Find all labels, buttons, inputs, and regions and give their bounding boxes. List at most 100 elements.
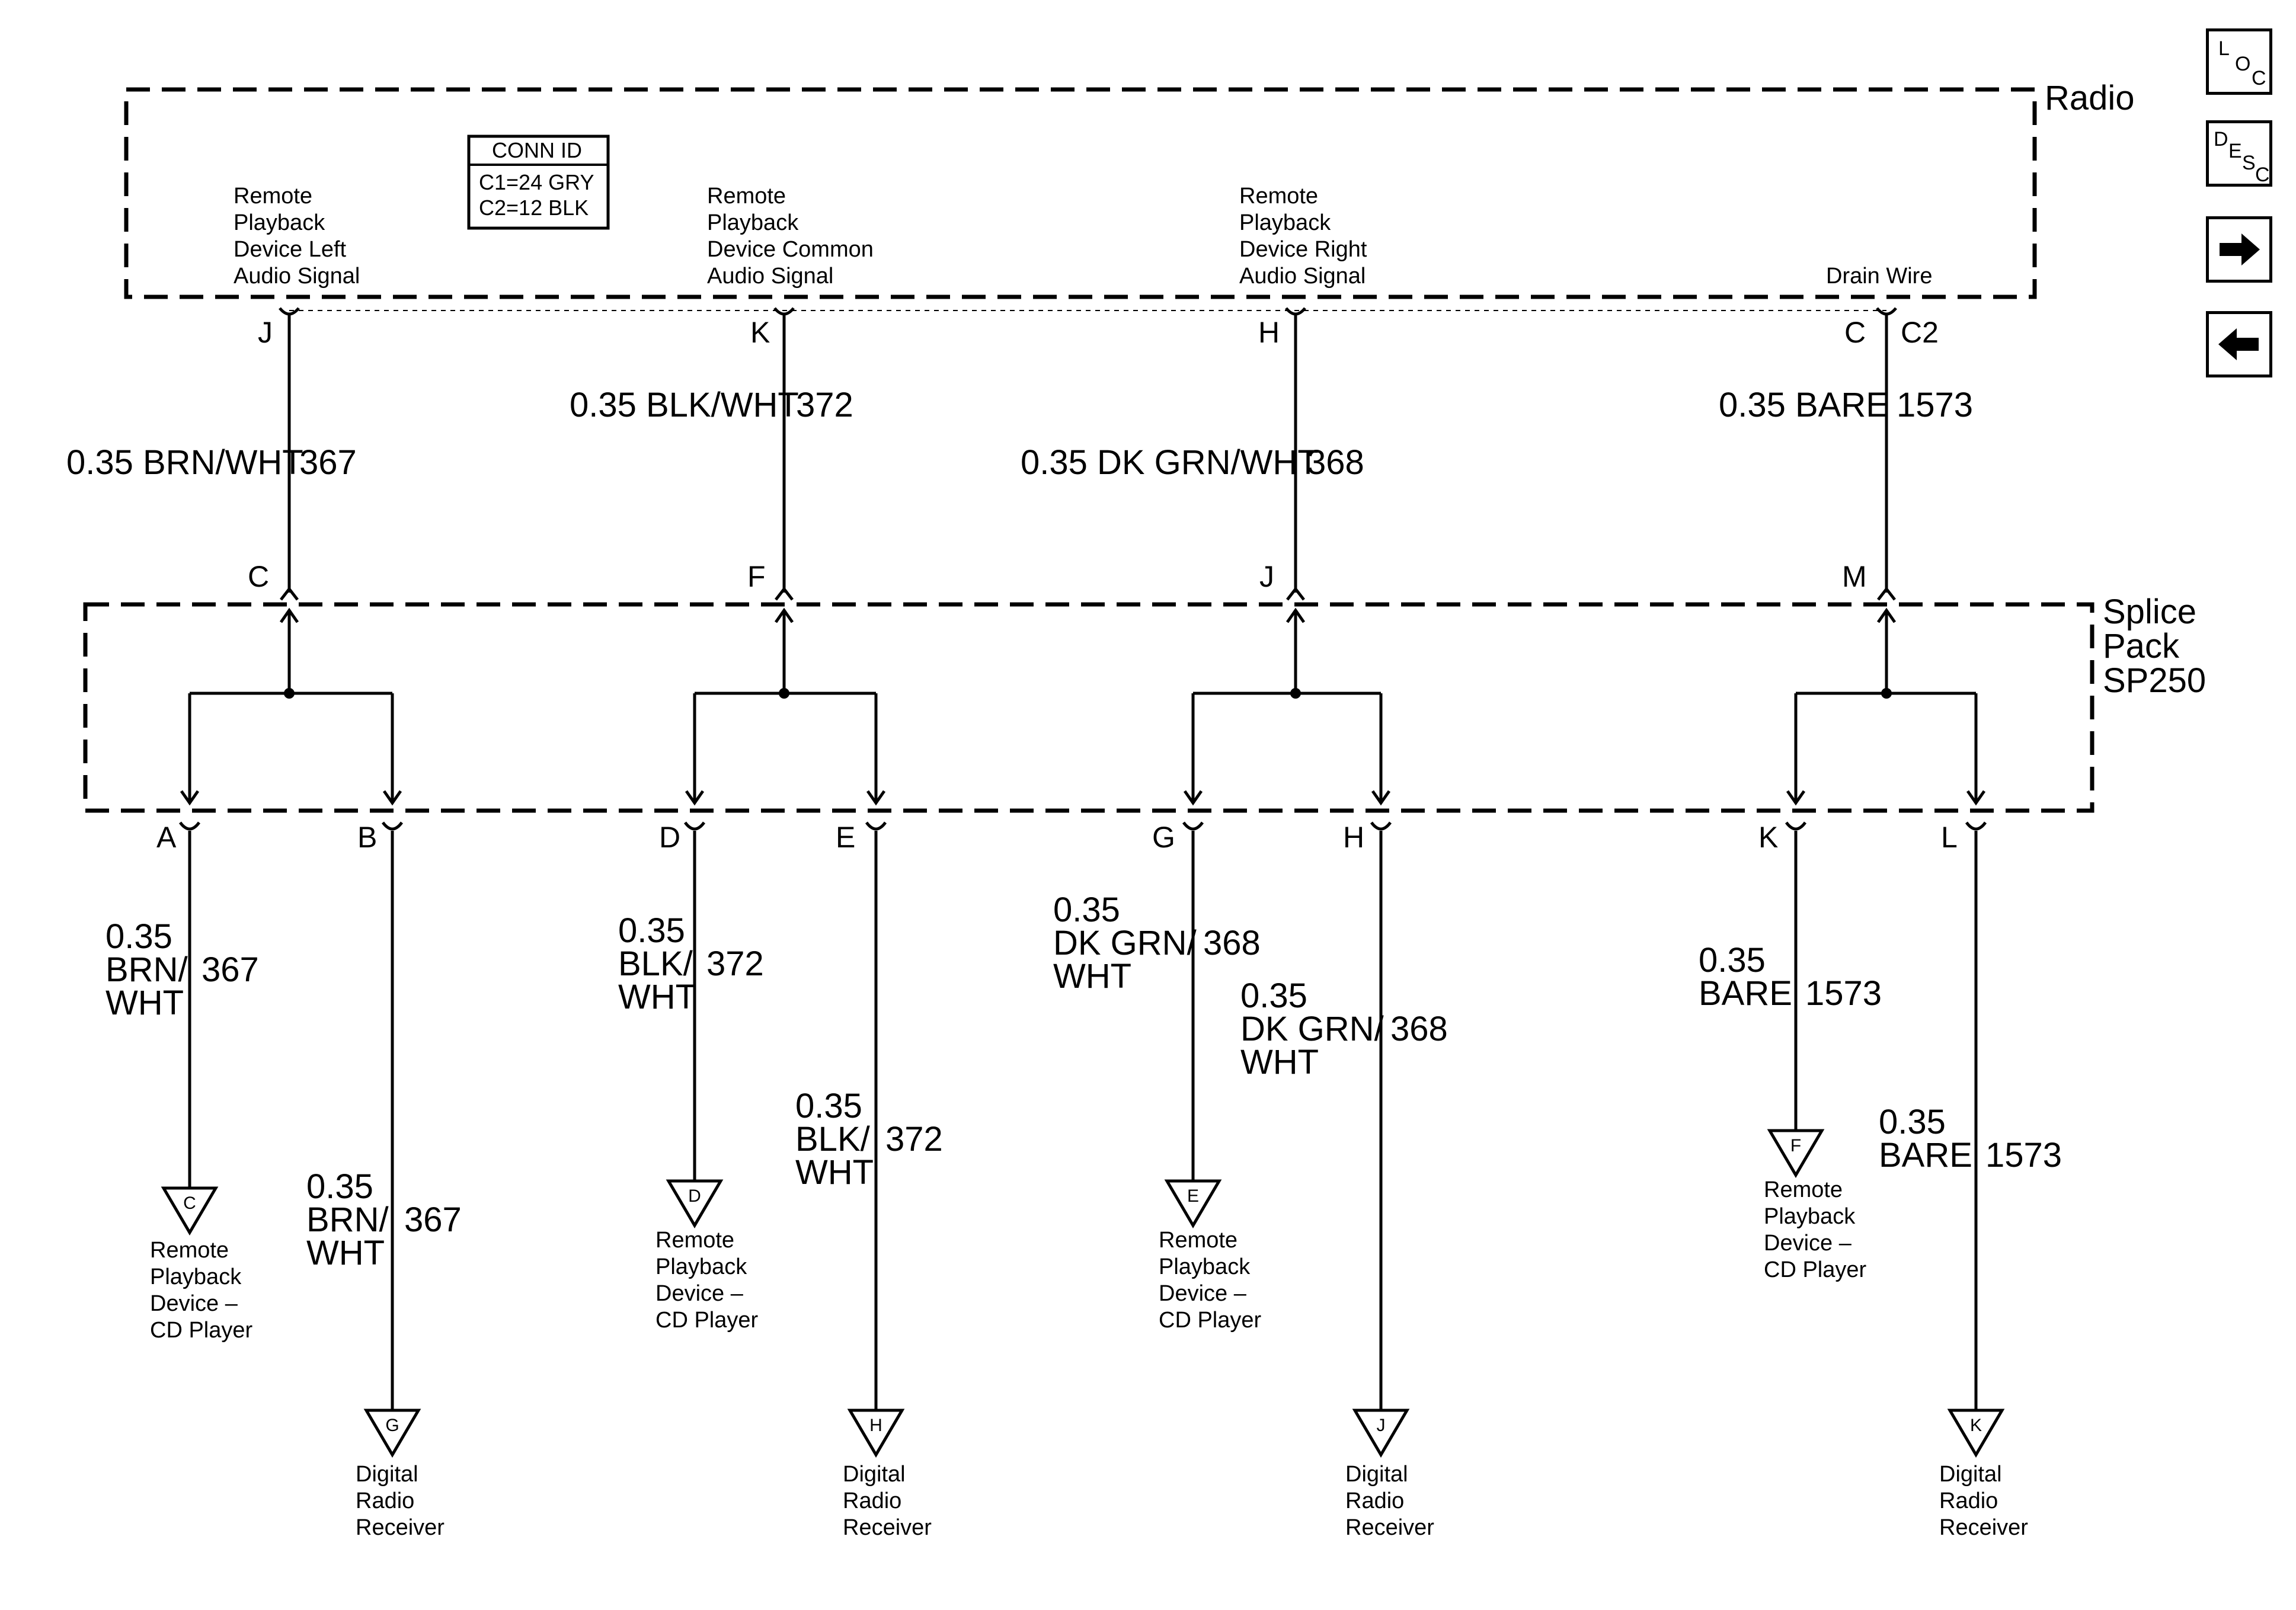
dest-c-2: Playback — [150, 1265, 242, 1289]
wire-k-circuit: 1573 — [1805, 974, 1882, 1013]
radio-desc-common-4: Audio Signal — [707, 264, 833, 289]
splice-pin-b: B — [357, 821, 377, 854]
radio-label: Radio — [2045, 79, 2135, 117]
wire-d-color-1: BLK/ — [618, 945, 693, 983]
wire-g-color-2: WHT — [1053, 957, 1131, 996]
wire-h-color-1: DK GRN/ — [1240, 1010, 1384, 1048]
radio-desc-left-3: Device Left — [234, 237, 347, 262]
dest-d-4: CD Player — [655, 1308, 758, 1333]
splice-pack-label-1: Splice — [2103, 593, 2196, 631]
splice-pin-m: M — [1842, 560, 1867, 593]
dest-triangle-d: D — [666, 1179, 724, 1228]
svg-text:K: K — [1970, 1416, 1982, 1435]
connector-id-c2: C2=12 BLK — [479, 196, 589, 220]
radio-desc-drain: Drain Wire — [1826, 264, 1932, 289]
wire-d-circuit: 372 — [706, 945, 764, 983]
dest-j-2: Radio — [1345, 1489, 1404, 1513]
wire-l-color: BARE — [1879, 1136, 1972, 1174]
dest-triangle-h: H — [847, 1409, 905, 1458]
dest-h-3: Receiver — [843, 1515, 932, 1540]
radio-desc-common-2: Playback — [707, 210, 799, 235]
splice-367 — [180, 607, 402, 806]
desc-button[interactable]: D E S C — [2206, 120, 2272, 187]
dest-g-3: Receiver — [356, 1515, 445, 1540]
dest-h-1: Digital — [843, 1462, 906, 1487]
radio-desc-right-3: Device Right — [1239, 237, 1367, 262]
dest-triangle-k: K — [1947, 1409, 2005, 1458]
loc-button[interactable]: L O C — [2206, 28, 2272, 95]
connector-id-c1: C1=24 GRY — [479, 170, 594, 194]
wire-372-number-upper: 372 — [796, 386, 853, 424]
desc-letter-s: S — [2242, 152, 2256, 174]
wire-b-circuit: 367 — [404, 1201, 462, 1239]
radio-pin-h: H — [1258, 316, 1280, 349]
radio-box — [124, 87, 2037, 299]
splice-pin-k: K — [1758, 821, 1778, 854]
wire-k-color: BARE — [1699, 974, 1792, 1013]
svg-text:D: D — [688, 1186, 701, 1206]
arrow-right-icon — [2220, 233, 2260, 265]
wire-d-color-2: WHT — [618, 978, 696, 1016]
dest-g-2: Radio — [356, 1489, 414, 1513]
dest-c-4: CD Player — [150, 1318, 252, 1343]
wire-h-color-2: WHT — [1240, 1043, 1319, 1081]
dest-e-4: CD Player — [1159, 1308, 1261, 1333]
previous-button[interactable] — [2206, 311, 2272, 377]
wire-h-circuit: 368 — [1390, 1010, 1448, 1048]
splice-pin-l: L — [1941, 821, 1958, 854]
wire-368-color-upper: 0.35 DK GRN/WHT — [1021, 443, 1319, 482]
splice-pack-box — [83, 602, 2094, 813]
splice-1573 — [1786, 607, 1986, 806]
connector-id-box — [467, 135, 610, 230]
loc-letter-c: C — [2252, 67, 2266, 89]
splice-pin-f: F — [747, 560, 766, 593]
wire-1573-number-upper: 1573 — [1897, 386, 1973, 424]
wire-367-color-upper: 0.35 BRN/WHT — [66, 443, 303, 482]
wire-l-size: 0.35 — [1879, 1103, 1946, 1141]
dest-f-1: Remote — [1764, 1177, 1843, 1202]
wire-b-color-1: BRN/ — [306, 1201, 389, 1239]
radio-desc-right-2: Playback — [1239, 210, 1331, 235]
splice-pack-label-2: Pack — [2103, 627, 2180, 665]
wire-k-size: 0.35 — [1699, 941, 1766, 980]
wire-d-size: 0.35 — [618, 911, 685, 950]
radio-desc-common-3: Device Common — [707, 237, 874, 262]
svg-text:C: C — [183, 1193, 196, 1213]
dest-k-3: Receiver — [1939, 1515, 2028, 1540]
dest-triangle-j: J — [1352, 1409, 1410, 1458]
desc-letter-e: E — [2228, 140, 2242, 162]
wire-a-color-2: WHT — [105, 984, 184, 1022]
loc-letter-l: L — [2218, 37, 2230, 60]
radio-pin-c: C — [1844, 316, 1866, 349]
radio-connector-c2: C2 — [1901, 316, 1939, 349]
dest-k-2: Radio — [1939, 1489, 1998, 1513]
svg-text:G: G — [385, 1416, 399, 1435]
wire-a-circuit: 367 — [202, 950, 259, 989]
splice-pin-j: J — [1259, 560, 1274, 593]
wire-a-color-1: BRN/ — [105, 950, 188, 989]
dest-f-2: Playback — [1764, 1204, 1856, 1229]
radio-desc-common-1: Remote — [707, 184, 786, 209]
radio-desc-right-1: Remote — [1239, 184, 1318, 209]
next-button[interactable] — [2206, 216, 2272, 283]
dest-d-2: Playback — [655, 1254, 747, 1279]
splice-pin-e: E — [836, 821, 855, 854]
arrow-left-icon — [2218, 328, 2259, 360]
dest-f-3: Device – — [1764, 1231, 1852, 1256]
wire-372-color-upper: 0.35 BLK/WHT — [570, 386, 799, 424]
splice-pin-c: C — [248, 560, 269, 593]
dest-c-3: Device – — [150, 1291, 238, 1316]
wire-367-number-upper: 367 — [299, 443, 357, 482]
wire-1573-color-upper: 0.35 BARE — [1719, 386, 1889, 424]
dest-f-4: CD Player — [1764, 1257, 1866, 1282]
dest-d-1: Remote — [655, 1228, 734, 1253]
wire-l-circuit: 1573 — [1985, 1136, 2062, 1174]
desc-letter-c: C — [2255, 164, 2270, 186]
dest-j-1: Digital — [1345, 1462, 1408, 1487]
dest-e-3: Device – — [1159, 1281, 1247, 1306]
svg-text:F: F — [1790, 1136, 1801, 1156]
splice-368 — [1183, 607, 1391, 806]
svg-text:E: E — [1187, 1186, 1199, 1206]
dest-e-1: Remote — [1159, 1228, 1237, 1253]
radio-pin-k: K — [750, 316, 770, 349]
